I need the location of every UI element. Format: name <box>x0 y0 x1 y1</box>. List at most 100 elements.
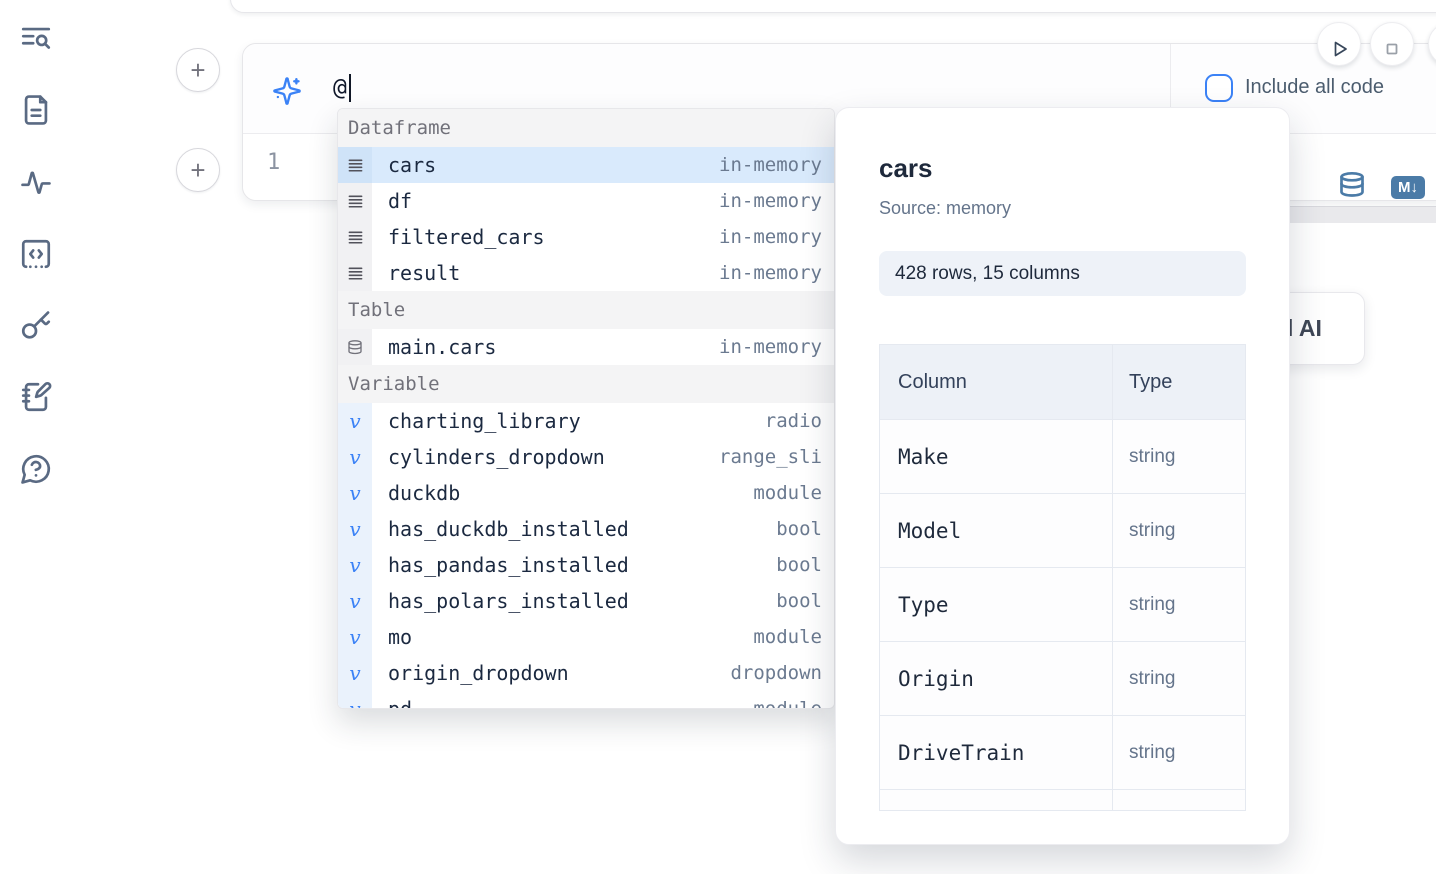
autocomplete-item-name: pd <box>388 697 413 709</box>
run-cell-button[interactable] <box>1317 22 1361 66</box>
preview-title: cars <box>879 153 933 183</box>
text-cursor <box>349 74 351 102</box>
autocomplete-item-type: in-memory <box>719 190 822 212</box>
add-cell-button-top[interactable]: + <box>176 48 220 92</box>
autocomplete-item-has_pandas_installed[interactable]: v has_pandas_installed bool <box>338 547 834 583</box>
variable-v-icon: v <box>338 511 372 547</box>
schema-column-type: string <box>1129 519 1176 541</box>
autocomplete-item-name: cars <box>388 153 437 177</box>
datasource-preview-panel: cars Source: memory 428 rows, 15 columns… <box>835 107 1290 845</box>
autocomplete-item-name: has_duckdb_installed <box>388 517 629 541</box>
sidebar-button-activity[interactable] <box>19 165 53 199</box>
play-icon <box>1334 41 1347 56</box>
variable-v-icon: v <box>338 583 372 619</box>
ai-prompt-text: @ <box>333 75 347 101</box>
activity-icon <box>19 165 53 199</box>
dataframe-rows-icon <box>338 183 372 219</box>
schema-col-header: Column <box>898 370 967 393</box>
sql-database-icon[interactable] <box>1338 171 1366 201</box>
snippets-code-icon <box>19 237 53 271</box>
dataframe-rows-icon <box>338 255 372 291</box>
autocomplete-item-type: module <box>753 626 822 648</box>
sidebar-button-list-search[interactable] <box>19 22 53 56</box>
clipped-output-edge <box>1280 206 1436 223</box>
sidebar-button-scratchpad[interactable] <box>19 380 53 414</box>
schema-column-name: Model <box>898 518 962 543</box>
autocomplete-item-name: result <box>388 261 461 285</box>
sidebar-button-secrets[interactable] <box>19 309 53 343</box>
autocomplete-item-name: has_pandas_installed <box>388 553 629 577</box>
autocomplete-item-name: filtered_cars <box>388 225 545 249</box>
document-icon <box>19 93 53 127</box>
autocomplete-section-header: Table <box>338 291 834 329</box>
include-all-code-checkbox[interactable] <box>1205 74 1233 102</box>
autocomplete-item-type: module <box>753 698 822 709</box>
preview-source: Source: memory <box>879 198 1012 218</box>
schema-column-name: Make <box>898 444 949 469</box>
sparkles-icon <box>272 76 302 106</box>
line-number: 1 <box>267 150 281 175</box>
autocomplete-item-type: in-memory <box>719 262 822 284</box>
sidebar-button-files[interactable] <box>19 93 53 127</box>
previous-cell-edge <box>230 0 1436 13</box>
autocomplete-item-name: origin_dropdown <box>388 661 569 685</box>
autocomplete-item-name: cylinders_dropdown <box>388 445 605 469</box>
stop-button[interactable] <box>1370 22 1414 66</box>
autocomplete-item-name: mo <box>388 625 413 649</box>
autocomplete-item-has_duckdb_installed[interactable]: v has_duckdb_installed bool <box>338 511 834 547</box>
variable-v-icon: v <box>338 655 372 691</box>
autocomplete-item-type: in-memory <box>719 226 822 248</box>
autocomplete-item-df[interactable]: df in-memory <box>338 183 834 219</box>
autocomplete-item-type: range_sli <box>719 446 822 468</box>
variable-v-icon: v <box>338 547 372 583</box>
schema-row <box>880 789 1245 810</box>
scratchpad-icon <box>19 380 53 414</box>
markdown-icon[interactable]: M↓ <box>1391 176 1425 199</box>
schema-row: Make string <box>880 419 1245 493</box>
autocomplete-item-name: charting_library <box>388 409 581 433</box>
autocomplete-item-type: bool <box>776 590 822 612</box>
schema-column-type: string <box>1129 667 1176 689</box>
schema-row: Origin string <box>880 641 1245 715</box>
schema-column-type: string <box>1129 445 1176 467</box>
schema-column-name: Origin <box>898 666 974 691</box>
autocomplete-item-pd[interactable]: v pd module <box>338 691 834 709</box>
shape-badge: 428 rows, 15 columns <box>879 251 1246 296</box>
autocomplete-item-name: duckdb <box>388 481 461 505</box>
divider <box>1170 44 1171 133</box>
dataframe-rows-icon <box>338 219 372 255</box>
help-chat-icon <box>19 452 53 486</box>
autocomplete-item-name: df <box>388 189 413 213</box>
schema-column-type: string <box>1129 741 1176 763</box>
autocomplete-item-type: bool <box>776 554 822 576</box>
sidebar-button-snippets[interactable] <box>19 237 53 271</box>
sidebar-button-help[interactable] <box>19 452 53 486</box>
secrets-key-icon <box>19 309 53 343</box>
autocomplete-item-type: bool <box>776 518 822 540</box>
schema-row: Model string <box>880 493 1245 567</box>
autocomplete-item-filtered_cars[interactable]: filtered_cars in-memory <box>338 219 834 255</box>
add-cell-button-bottom[interactable]: + <box>176 148 220 192</box>
autocomplete-item-result[interactable]: result in-memory <box>338 255 834 291</box>
autocomplete-item-origin_dropdown[interactable]: v origin_dropdown dropdown <box>338 655 834 691</box>
variable-v-icon: v <box>338 691 372 708</box>
variable-v-icon: v <box>338 475 372 511</box>
autocomplete-section-header: Dataframe <box>338 109 834 147</box>
autocomplete-item-type: dropdown <box>730 662 822 684</box>
autocomplete-item-type: in-memory <box>719 336 822 358</box>
autocomplete-section-header: Variable <box>338 365 834 403</box>
schema-column-type: string <box>1129 593 1176 615</box>
include-all-code-label: Include all code <box>1245 76 1384 98</box>
